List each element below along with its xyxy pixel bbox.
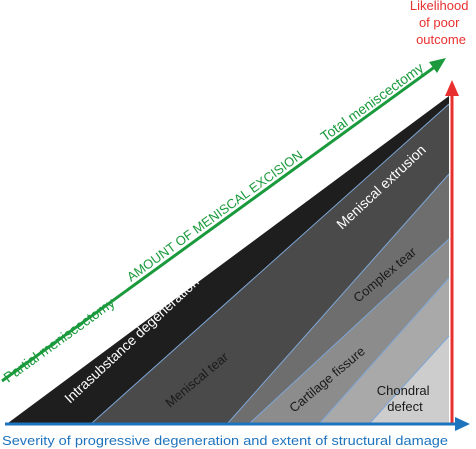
x-axis-label: Severity of progressive degeneration and… [2,433,448,448]
x-axis-arrow-head [455,417,470,431]
excision-arrow-head [429,58,446,73]
band-lines [91,103,450,424]
region-intrasubstance-degeneration [8,96,449,423]
y-axis-label: Likelihood of poor outcome [410,0,472,47]
excision-arrow-line [1,64,437,383]
label-chondral-defect: Chondral defect [377,383,433,414]
y-axis-arrow-head [445,80,459,96]
